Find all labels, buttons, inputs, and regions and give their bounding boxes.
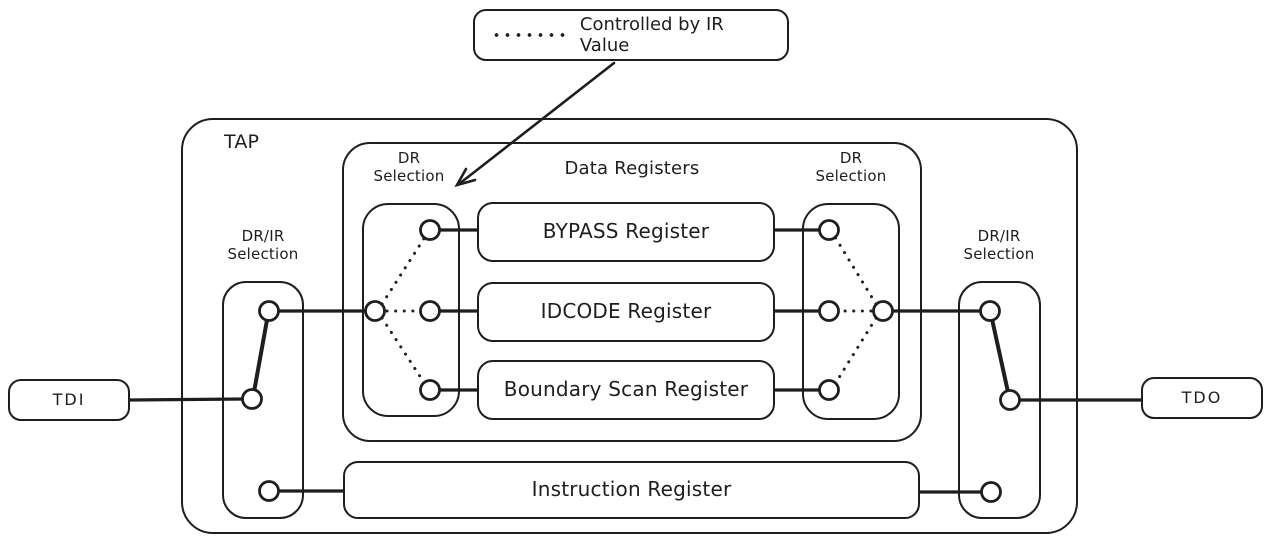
dr-selection-left-box	[362, 203, 460, 417]
boundary-scan-register-box: Boundary Scan Register	[477, 360, 775, 420]
idcode-register-box: IDCODE Register	[477, 282, 775, 342]
ir-controlled-dotted-line-sample	[491, 33, 566, 37]
tdi-label: TDI	[52, 389, 86, 409]
dr-selection-right-label: DR Selection	[815, 149, 887, 185]
tdi-port-box: TDI	[8, 379, 130, 421]
drir-selection-left-label: DR/IR Selection	[227, 227, 299, 263]
dr-selection-right-box	[802, 203, 900, 420]
bypass-register-box: BYPASS Register	[477, 202, 775, 262]
instruction-register-label: Instruction Register	[531, 477, 732, 502]
legend-box: Controlled by IR Value	[473, 9, 789, 61]
tdo-port-box: TDO	[1141, 377, 1263, 419]
legend-label: Controlled by IR Value	[579, 14, 724, 56]
dr-selection-left-label: DR Selection	[373, 149, 445, 185]
drir-selection-right-label: DR/IR Selection	[963, 227, 1035, 263]
tdo-label: TDO	[1181, 387, 1223, 407]
drir-selection-left-box	[222, 281, 304, 519]
drir-selection-right-box	[958, 281, 1041, 519]
tap-label: TAP	[224, 131, 260, 153]
boundary-scan-register-label: Boundary Scan Register	[503, 377, 749, 402]
instruction-register-box: Instruction Register	[343, 461, 920, 519]
bypass-register-label: BYPASS Register	[542, 219, 710, 244]
idcode-register-label: IDCODE Register	[540, 299, 712, 324]
data-registers-label: Data Registers	[564, 158, 700, 179]
